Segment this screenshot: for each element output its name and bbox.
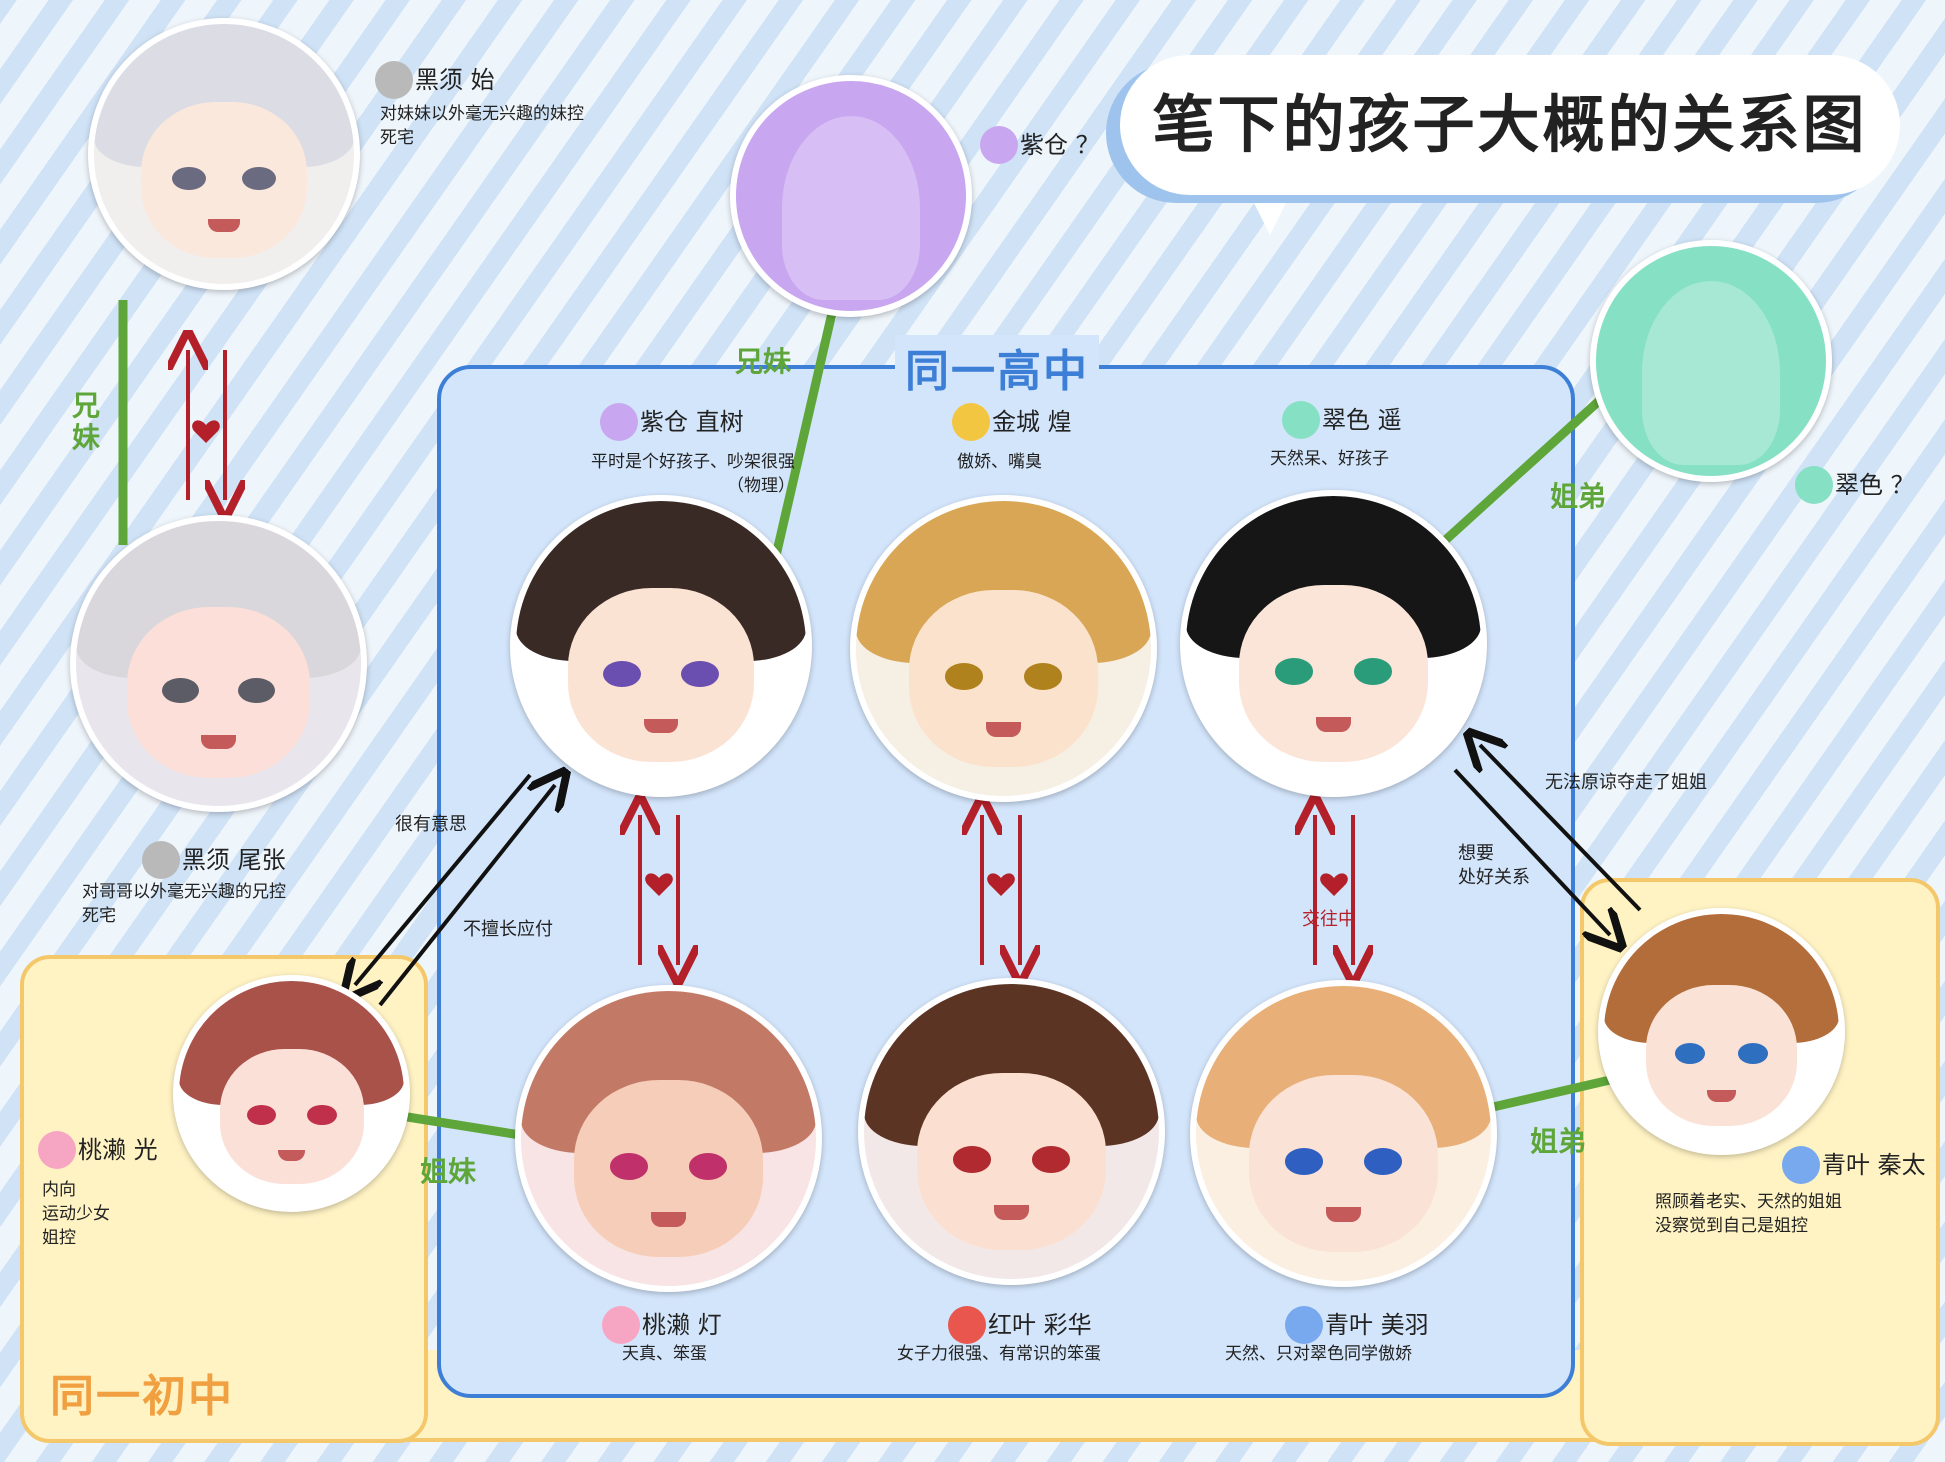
middle-school-label: 同一初中 — [50, 1371, 234, 1422]
arrows-haruka-hata — [1453, 745, 1642, 935]
relation-label-siblings-kurosu: 兄妹 — [72, 389, 101, 454]
desc-momose-akari: 天真、笨蛋 — [622, 1344, 707, 1364]
relation-label-siblings-aoba: 姐弟 — [1530, 1125, 1587, 1158]
portrait-suiiro-haruka — [1180, 490, 1487, 797]
heart-icon — [192, 420, 220, 443]
name-kaneki-kou: 金城 煌 — [952, 402, 1072, 441]
love-arrows-haruka-miu — [1315, 815, 1353, 965]
portrait-momose-akari — [515, 985, 822, 1292]
sibling-line-shiso — [770, 298, 840, 562]
arrows-naoki-hikari — [355, 775, 555, 1005]
love-arrows-kurosu — [188, 350, 225, 500]
love-arrows-naoki-akari — [640, 815, 678, 965]
arrow-label-cannot-forgive: 无法原谅夺走了姐姐 — [1545, 772, 1707, 793]
portrait-shiso-unknown — [730, 75, 972, 317]
portrait-kaneki-kou — [850, 495, 1157, 802]
portrait-shiso-naoki — [510, 495, 812, 797]
love-arrows-kou-ayaka — [982, 815, 1020, 965]
name-momose-hikari: 桃濑 光 — [38, 1130, 158, 1169]
high-school-label: 同一高中 — [895, 335, 1099, 399]
title-bubble — [1120, 55, 1900, 195]
name-suiiro-unknown: 翠色 ？ — [1795, 465, 1915, 504]
relation-label-siblings-momose: 姐妹 — [420, 1155, 477, 1188]
name-kurosu-owari: 黑须 尾张 — [142, 840, 286, 879]
portrait-suiiro-unknown — [1590, 240, 1832, 482]
name-shiso-unknown: 紫仓 ？ — [980, 125, 1100, 164]
name-momose-akari: 桃濑 灯 — [602, 1305, 722, 1344]
heart-icon — [987, 873, 1015, 896]
name-kureha-ayaka: 红叶 彩华 — [948, 1305, 1092, 1344]
sibling-line-aoba — [1478, 1075, 1612, 1115]
name-aoba-hata: 青叶 秦太 — [1782, 1145, 1926, 1184]
name-aoba-miu: 青叶 美羽 — [1285, 1305, 1429, 1344]
desc-suiiro-haruka: 天然呆、好孩子 — [1270, 449, 1389, 469]
portrait-aoba-hata — [1598, 908, 1845, 1155]
desc-shiso-naoki: 平时是个好孩子、吵架很强 （物理） — [591, 452, 795, 496]
portrait-kureha-ayaka — [858, 978, 1165, 1285]
heart-icons — [192, 420, 1348, 896]
name-suiiro-haruka: 翠色 遥 — [1282, 400, 1402, 439]
desc-aoba-hata: 照顾着老实、天然的姐姐 没察觉到自己是姐控 — [1655, 1192, 1842, 1236]
portrait-kurosu-owari — [70, 515, 367, 812]
desc-momose-hikari: 内向 运动少女 姐控 — [42, 1180, 110, 1248]
arrow-label-interesting: 很有意思 — [395, 814, 467, 835]
arrow-label-not-good-at: 不擅长应付 — [463, 919, 553, 940]
name-kurosu-hajime: 黑须 始 — [375, 60, 495, 99]
portrait-aoba-miu — [1190, 980, 1497, 1287]
desc-aoba-miu: 天然、只对翠色同学傲娇 — [1225, 1344, 1412, 1364]
portrait-kurosu-hajime — [88, 18, 360, 290]
relation-label-siblings-suiiro: 姐弟 — [1550, 480, 1607, 513]
heart-icon — [645, 873, 673, 896]
sibling-line-suiiro — [1436, 396, 1604, 549]
relation-label-siblings-shiso: 兄妹 — [735, 345, 792, 378]
desc-kureha-ayaka: 女子力很强、有常识的笨蛋 — [897, 1344, 1101, 1364]
desc-kurosu-owari: 对哥哥以外毫无兴趣的兄控 死宅 — [82, 882, 286, 926]
name-shiso-naoki: 紫仓 直树 — [600, 402, 744, 441]
sibling-line-momose — [394, 1110, 521, 1140]
arrow-label-want-friends: 想要 处好关系 — [1458, 843, 1530, 888]
portrait-momose-hikari — [173, 975, 410, 1212]
page-title: 笔下的孩子大概的关系图 — [1152, 88, 1868, 161]
desc-kaneki-kou: 傲娇、嘴臭 — [957, 452, 1042, 472]
desc-kurosu-hajime: 对妹妹以外毫无兴趣的妹控 死宅 — [380, 104, 584, 148]
relation-label-dating: 交往中 — [1302, 909, 1356, 930]
heart-icon — [1320, 873, 1348, 896]
